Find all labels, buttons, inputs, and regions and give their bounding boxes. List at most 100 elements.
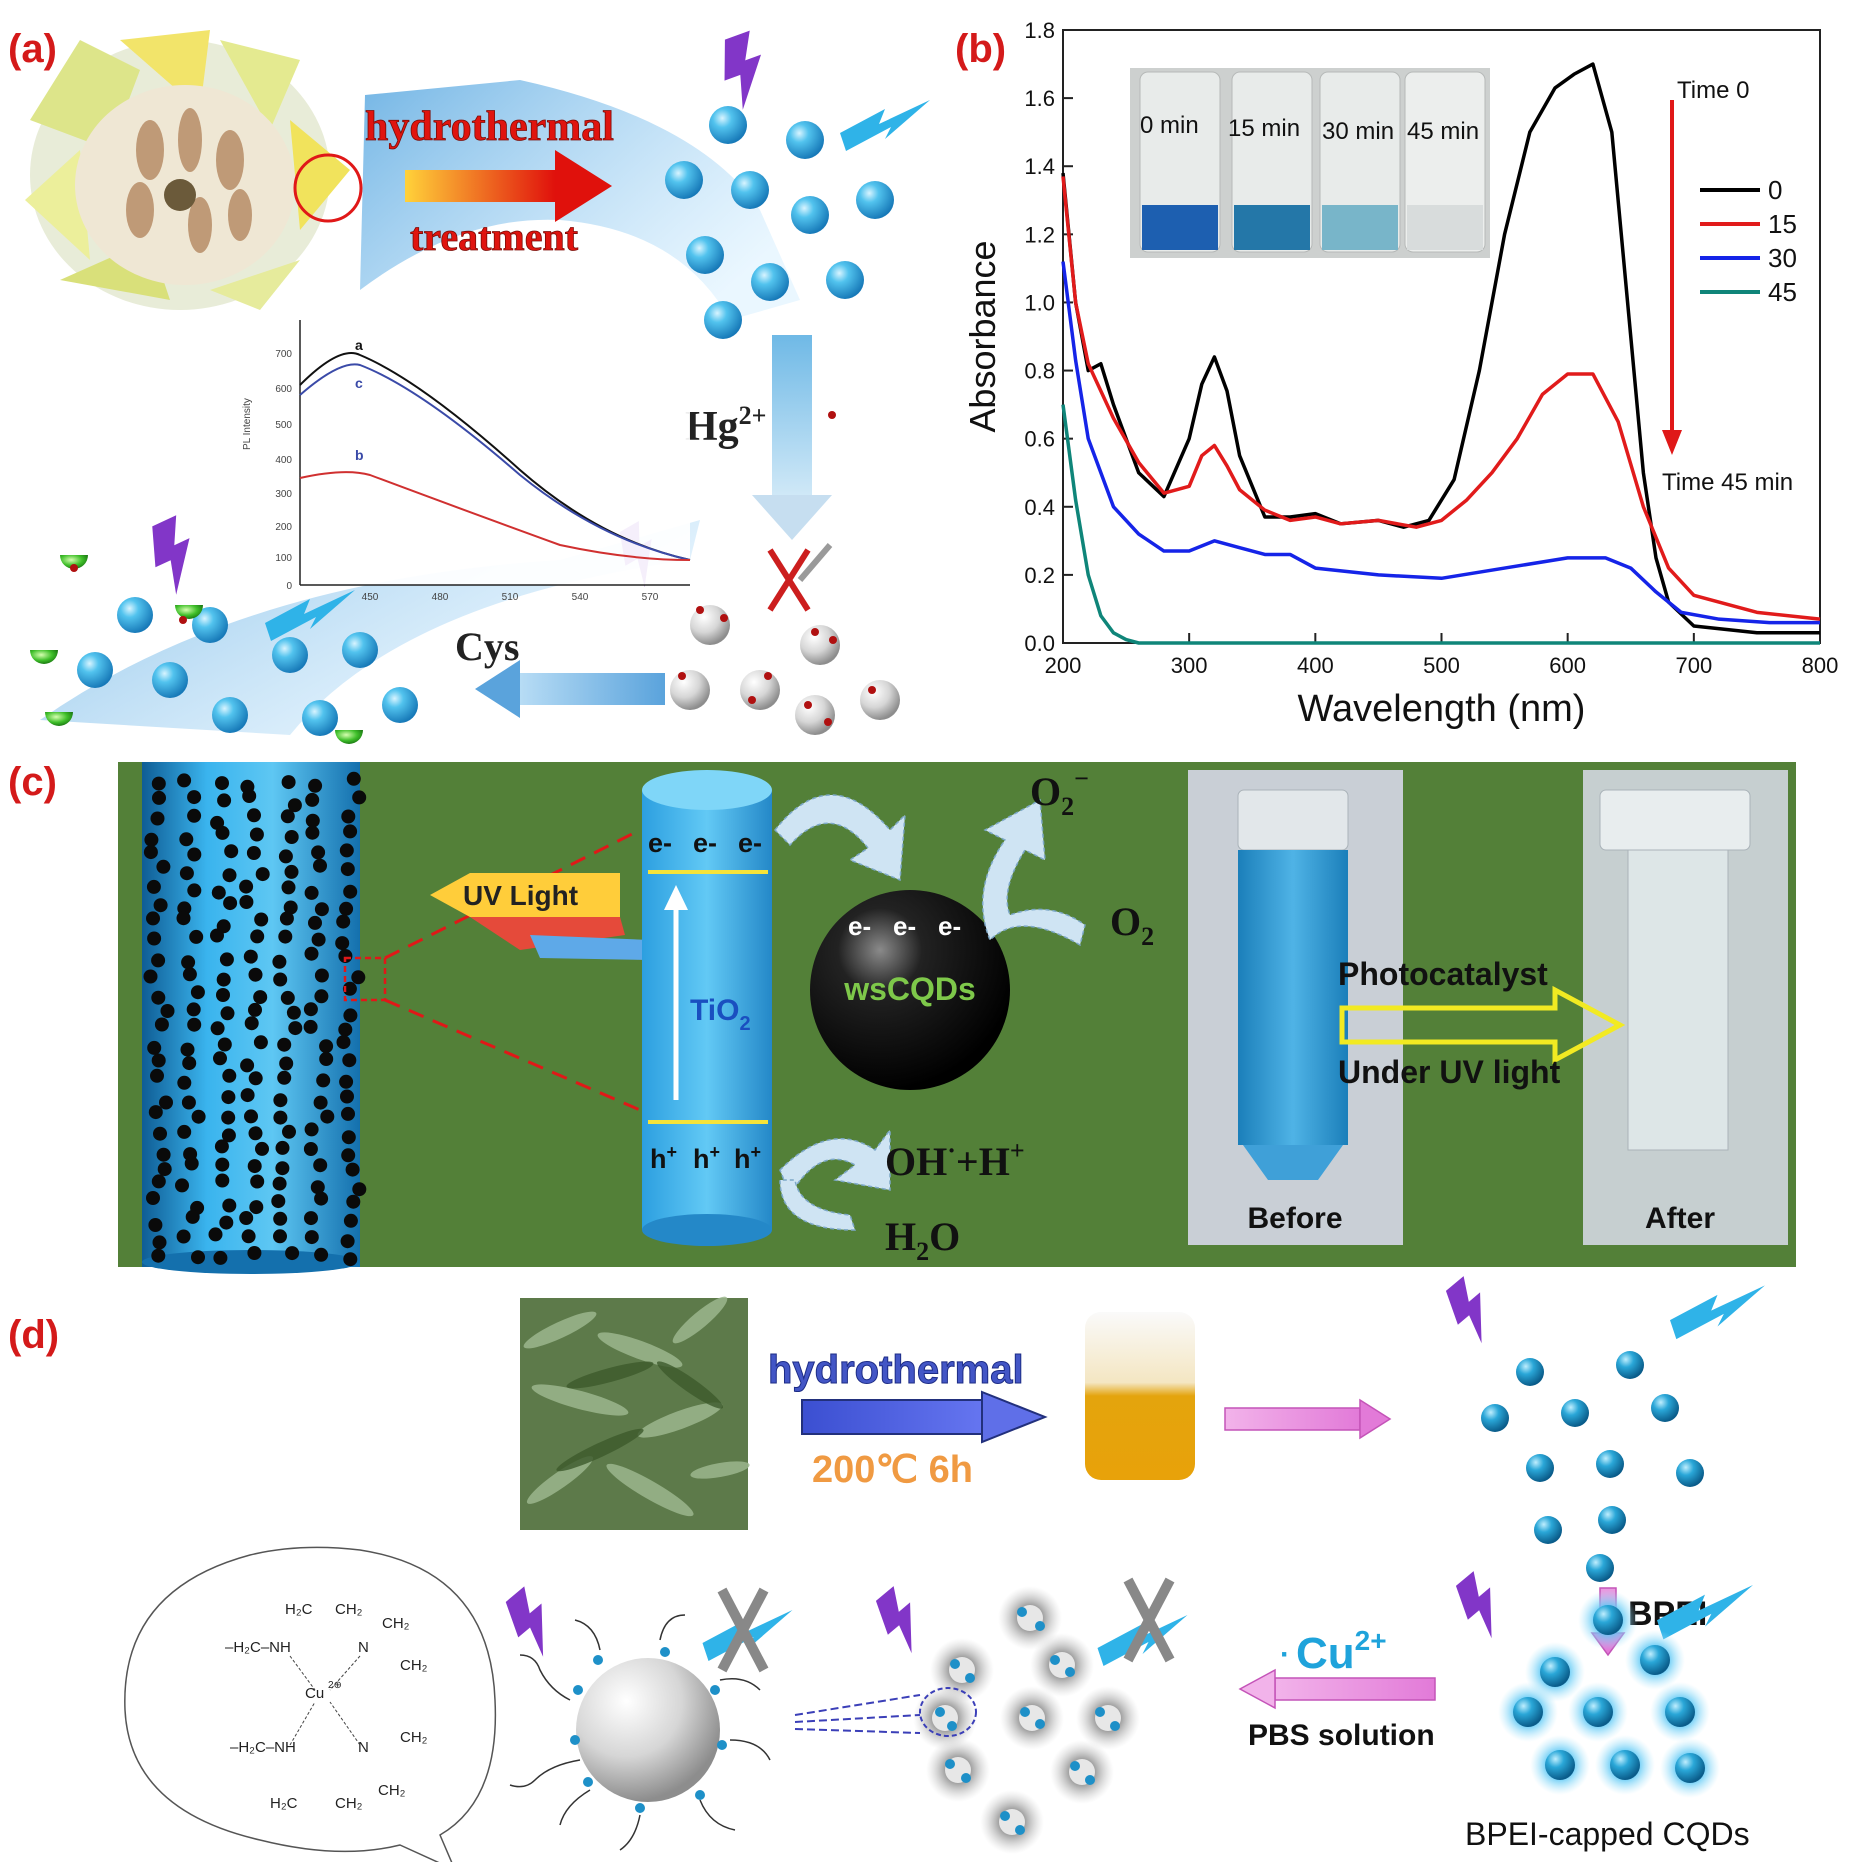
fiber-dot bbox=[187, 883, 202, 898]
fiber-dot bbox=[352, 790, 367, 805]
fiber-dot bbox=[313, 1095, 328, 1110]
after-photo: After bbox=[1583, 770, 1788, 1245]
fiber-dot bbox=[222, 868, 237, 883]
temperature-label: 200℃ 6h bbox=[812, 1449, 973, 1491]
fiber-dot bbox=[272, 954, 287, 969]
fiber-dot bbox=[180, 1042, 195, 1057]
complex-label: H₂C bbox=[285, 1601, 313, 1618]
fiber-dot bbox=[217, 793, 232, 808]
emission-bolt-icon bbox=[840, 100, 930, 151]
hydrothermal-arrow-head bbox=[981, 1390, 1048, 1444]
fiber-dot bbox=[279, 911, 294, 926]
panel-label-a: (a) bbox=[8, 27, 57, 71]
fiber-dot bbox=[156, 1147, 171, 1162]
fiber-dot bbox=[282, 1124, 296, 1139]
quenched-cqd-cluster-d bbox=[913, 1586, 1140, 1854]
y-tick-label: 1.6 bbox=[1024, 86, 1055, 111]
fiber-dot bbox=[285, 1246, 300, 1261]
fiber-dot bbox=[346, 771, 361, 786]
fiber-dot bbox=[179, 832, 194, 847]
fiber-dot bbox=[287, 798, 302, 813]
complex-label: –H₂C–NH bbox=[230, 1739, 296, 1756]
cb-electron: e- bbox=[693, 828, 717, 858]
fiber-dot bbox=[247, 1159, 262, 1174]
qd-electron: e- bbox=[848, 911, 871, 941]
fiber-dot bbox=[351, 970, 366, 985]
complex-label: 2⊕ bbox=[328, 1680, 342, 1691]
x-tick-label: 400 bbox=[1297, 653, 1334, 678]
inset-xtick: 570 bbox=[642, 592, 659, 603]
fiber-dot bbox=[243, 949, 258, 964]
fiber-dot bbox=[308, 915, 322, 930]
y-tick-label: 0.4 bbox=[1024, 495, 1055, 520]
inset-label-0min: 0 min bbox=[1140, 112, 1199, 139]
fiber-dot bbox=[314, 1191, 329, 1206]
inset-xtick: 480 bbox=[432, 592, 449, 603]
zoom-line-bottom bbox=[384, 998, 641, 1112]
fiber-dot bbox=[335, 936, 350, 951]
fiber-dot bbox=[210, 1021, 225, 1036]
uv-light-arrow-red bbox=[470, 917, 625, 950]
zoom-box bbox=[343, 956, 387, 1002]
series-line-30 bbox=[1061, 261, 1820, 625]
fiber-dot bbox=[343, 1213, 358, 1228]
uv-bolt-icon-d4 bbox=[495, 1584, 569, 1662]
fiber-dot bbox=[187, 808, 202, 823]
fiber-dot bbox=[310, 1180, 325, 1195]
uv-bolt-icon-2 bbox=[139, 514, 209, 598]
x-tick-label: 500 bbox=[1423, 653, 1460, 678]
x-tick-label: 200 bbox=[1045, 653, 1082, 678]
fiber-dot bbox=[288, 1021, 303, 1036]
inset-curve-label-b: b bbox=[355, 447, 364, 463]
vial-photo-inset: 0 min 15 min 30 min 45 min bbox=[1130, 68, 1490, 258]
legend-label-0: 0 bbox=[1768, 175, 1782, 205]
fiber-dot bbox=[182, 967, 197, 982]
cys-label: Cys bbox=[455, 624, 519, 669]
transfer-arrows bbox=[773, 794, 1086, 1231]
fiber-dot bbox=[250, 1174, 265, 1189]
fire-arrow-body bbox=[405, 170, 555, 202]
zoom-connector-d bbox=[794, 1694, 921, 1734]
fiber-dot bbox=[190, 985, 205, 1000]
fiber-dot bbox=[211, 885, 226, 900]
fiber-dot bbox=[311, 932, 326, 947]
complex-label: CH₂ bbox=[400, 1729, 428, 1746]
fiber-dot bbox=[242, 789, 257, 803]
y-tick-label: 0.8 bbox=[1024, 359, 1055, 384]
legend-label-15: 15 bbox=[1768, 209, 1797, 239]
fiber-dot bbox=[273, 1229, 287, 1244]
inset-curve-c bbox=[299, 363, 691, 561]
fiber-dot bbox=[144, 832, 159, 847]
complex-label: H₂C bbox=[270, 1795, 298, 1812]
fiber-dot bbox=[304, 1230, 319, 1245]
inset-curve-b bbox=[299, 471, 691, 561]
fiber-dot bbox=[342, 981, 357, 996]
qd-electron: e- bbox=[893, 911, 916, 941]
fiber-dot bbox=[314, 968, 329, 983]
fiber-dot bbox=[341, 1130, 356, 1145]
fiber-dot bbox=[215, 776, 229, 791]
uv-light-arrow bbox=[430, 873, 620, 917]
uv-light-label: UV Light bbox=[463, 880, 578, 911]
fiber-dot bbox=[147, 1040, 162, 1055]
fiber-dot bbox=[304, 885, 319, 900]
cys-arrow-head bbox=[475, 660, 520, 718]
fiber-dot bbox=[151, 1053, 166, 1068]
fiber-dot bbox=[187, 847, 202, 862]
fiber-dot bbox=[208, 1227, 223, 1242]
cb-electron: e- bbox=[738, 828, 762, 858]
vial-30min bbox=[1319, 71, 1401, 253]
product-beaker bbox=[1085, 1312, 1195, 1480]
fiber-dot bbox=[247, 808, 261, 823]
inset-ylabel: PL Intensity bbox=[242, 398, 253, 450]
quenched-cqd-group bbox=[670, 605, 900, 735]
fiber-dot bbox=[152, 790, 166, 805]
cu-complex-bubble: H₂C CH₂ CH₂ CH₂ CH₂ CH₂ H₂C CH₂ –H₂C–NH … bbox=[124, 1546, 497, 1862]
fiber-dot bbox=[345, 1162, 360, 1177]
uv-bolt-icon bbox=[711, 29, 777, 113]
cb-electron: e- bbox=[648, 828, 672, 858]
fiber-dot bbox=[159, 1095, 173, 1110]
panel-a: hydrothermal treatment Hg2+ bbox=[8, 27, 930, 744]
process-top-label: Photocatalyst bbox=[1338, 956, 1548, 992]
fiber-dot bbox=[336, 1035, 351, 1050]
